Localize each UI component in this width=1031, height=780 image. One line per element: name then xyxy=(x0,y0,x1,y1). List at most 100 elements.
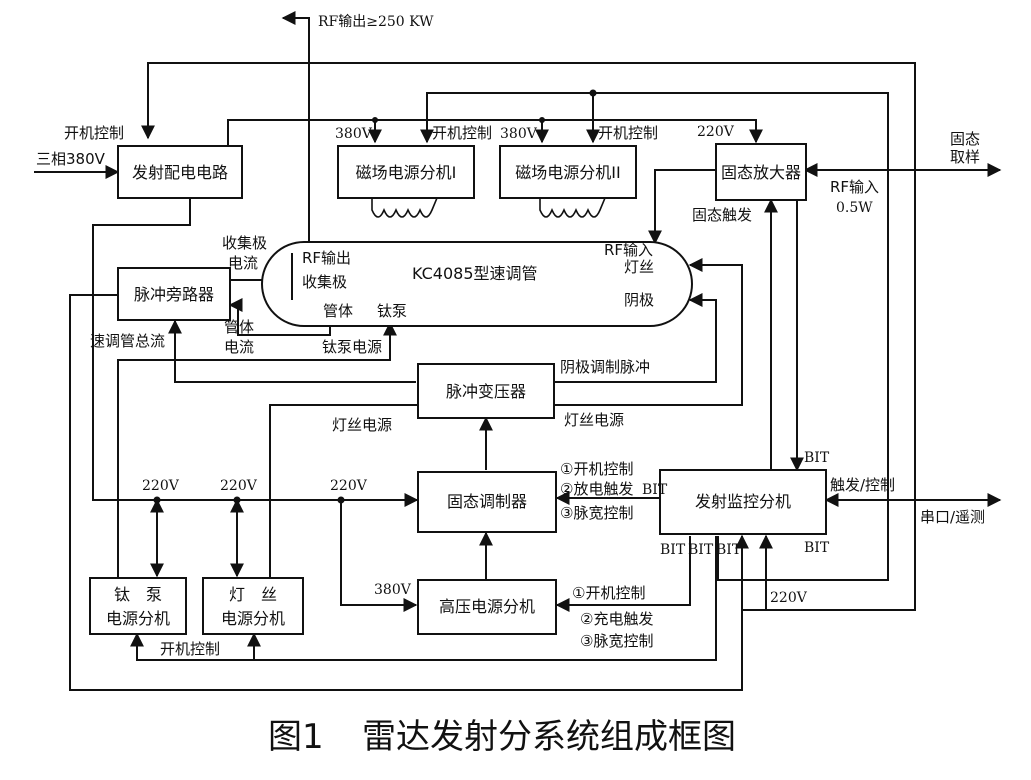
ti-pump-supply-label-2: 电源分机 xyxy=(106,609,170,628)
bit-label-3: BIT xyxy=(716,542,742,558)
ss-amplifier-label: 固态放大器 xyxy=(721,163,801,182)
power-on-label-3: 开机控制 xyxy=(598,124,658,142)
mod-ctrl-label-1: ①开机控制 xyxy=(560,460,633,478)
klystron-block: KC4085型速调管 RF输出 收集极 管体 钛泵 RF输入 灯丝 阴极 xyxy=(261,241,693,327)
ti-pump-power-label: 钛泵电源 xyxy=(322,338,382,356)
power-on-label-1: 开机控制 xyxy=(64,124,124,142)
v380-label-2: 380V xyxy=(500,126,538,142)
annotations: RF输出≥250 KW 开机控制 三相380V 380V 开机控制 380V 开… xyxy=(36,14,985,658)
v380-label-hv: 380V xyxy=(374,582,412,598)
bit-label-4: BIT xyxy=(804,540,830,556)
bit-label-1: BIT xyxy=(660,542,686,558)
klystron-label: KC4085型速调管 xyxy=(412,264,538,283)
rf-output-top-label: RF输出≥250 KW xyxy=(318,14,434,30)
filament-supply-label-2: 电源分机 xyxy=(221,609,285,628)
filament-power-label-2: 灯丝电源 xyxy=(564,411,624,429)
serial-label: 串口/遥测 xyxy=(920,508,985,526)
ti-pump-supply-block: 钛 泵 电源分机 xyxy=(89,577,187,635)
ss-amplifier-block: 固态放大器 xyxy=(715,143,807,201)
power-distribution-block: 发射配电电路 xyxy=(117,145,243,199)
hv-supply-label: 高压电源分机 xyxy=(439,597,535,616)
mod-ctrl-label-2: ②放电触发 xyxy=(560,480,633,498)
hv-ctrl-line xyxy=(555,536,691,612)
magnet-coil-1 xyxy=(371,197,438,218)
port-body: 管体 xyxy=(323,302,353,320)
collector-current-label-2: 电流 xyxy=(228,254,258,272)
connections xyxy=(34,11,1002,691)
body-current-label-2: 电流 xyxy=(224,338,254,356)
hv-ctrl-label-3: ③脉宽控制 xyxy=(580,632,653,650)
magnet-coil-2 xyxy=(539,197,606,218)
cathode-pulse-line xyxy=(555,293,717,383)
junction-dot xyxy=(539,117,545,123)
ac220-distribution xyxy=(92,198,419,507)
ss-trigger-label: 固态触发 xyxy=(692,206,752,224)
hv-ctrl-label-1: ①开机控制 xyxy=(572,584,645,602)
power-on-label-bottom: 开机控制 xyxy=(160,640,220,658)
total-current-label: 速调管总流 xyxy=(90,332,165,350)
ac220-bus-top xyxy=(227,119,763,145)
monitor-block: 发射监控分机 xyxy=(659,469,827,535)
ti-pump-supply-label-1: 钛 泵 xyxy=(114,585,162,604)
mag-supply-2-block: 磁场电源分机II xyxy=(499,145,637,199)
pt-to-bypass xyxy=(168,319,416,383)
mag-supply-1-block: 磁场电源分机I xyxy=(337,145,475,199)
v220-label-3: 220V xyxy=(330,478,368,494)
bit-label-2: BIT xyxy=(688,542,714,558)
pulse-bypass-block: 脉冲旁路器 xyxy=(117,267,231,321)
v220-label-1: 220V xyxy=(142,478,180,494)
bit-label-amp: BIT xyxy=(804,450,830,466)
v380-to-hv xyxy=(340,500,418,612)
pulse-transformer-block: 脉冲变压器 xyxy=(417,363,555,419)
pulse-transformer-label: 脉冲变压器 xyxy=(446,382,526,401)
three-phase-label: 三相380V xyxy=(36,150,106,168)
mag-ctrl-line-1 xyxy=(420,92,889,581)
ss-sample-label-2: 取样 xyxy=(950,148,980,166)
monitor-label: 发射监控分机 xyxy=(695,492,791,511)
mag-supply-2-label: 磁场电源分机II xyxy=(515,163,620,182)
filament-power-line xyxy=(269,258,743,578)
rf-input-power-label: 0.5W xyxy=(836,200,873,216)
ss-sample-label-1: 固态 xyxy=(950,130,980,148)
port-filament: 灯丝 xyxy=(624,258,654,276)
bit-label-mod: BIT xyxy=(642,482,668,498)
hv-ctrl-label-2: ②充电触发 xyxy=(580,610,653,628)
rf-in-line xyxy=(648,169,716,245)
v380-label-1: 380V xyxy=(335,126,373,142)
hv-supply-block: 高压电源分机 xyxy=(417,579,557,635)
v220-label-monitor: 220V xyxy=(770,590,808,606)
v220-label-top: 220V xyxy=(697,124,735,140)
junction-dot xyxy=(372,117,378,123)
rf-output-line xyxy=(281,11,310,247)
cathode-pulse-label: 阴极调制脉冲 xyxy=(560,358,650,376)
port-ti-pump: 钛泵 xyxy=(377,302,407,320)
body-current-label-1: 管体 xyxy=(224,318,254,336)
caption-title: 雷达发射分系统组成框图 xyxy=(362,717,736,757)
supplies-power-ctrl xyxy=(130,536,717,661)
filament-power-label-1: 灯丝电源 xyxy=(332,416,392,434)
rf-input-label: RF输入 xyxy=(830,178,879,196)
port-rf-in: RF输入 xyxy=(604,241,653,259)
power-on-label-2: 开机控制 xyxy=(432,124,492,142)
port-rf-out: RF输出 xyxy=(302,249,351,267)
ti-pump-power-line xyxy=(117,321,397,578)
ss-modulator-block: 固态调制器 xyxy=(417,471,557,533)
total-current-bit xyxy=(69,294,749,691)
filament-supply-block: 灯 丝 电源分机 xyxy=(202,577,304,635)
ss-modulator-label: 固态调制器 xyxy=(447,492,527,511)
mag-supply-1-label: 磁场电源分机I xyxy=(356,163,457,182)
body-current-line xyxy=(228,298,331,336)
power-distribution-label: 发射配电电路 xyxy=(132,163,228,182)
junction-dot xyxy=(589,89,597,97)
port-collector: 收集极 xyxy=(302,273,347,291)
pulse-bypass-label: 脉冲旁路器 xyxy=(134,285,214,304)
collector-current-label-1: 收集极 xyxy=(222,234,267,252)
port-cathode: 阴极 xyxy=(624,291,654,309)
caption-number: 图1 xyxy=(268,717,324,757)
mod-ctrl-label-3: ③脉宽控制 xyxy=(560,504,633,522)
filament-supply-label-1: 灯 丝 xyxy=(229,585,277,604)
trigger-ctrl-label: 触发/控制 xyxy=(830,476,895,494)
v220-label-2: 220V xyxy=(220,478,258,494)
figure-caption: 图1 雷达发射分系统组成框图 xyxy=(268,717,736,757)
